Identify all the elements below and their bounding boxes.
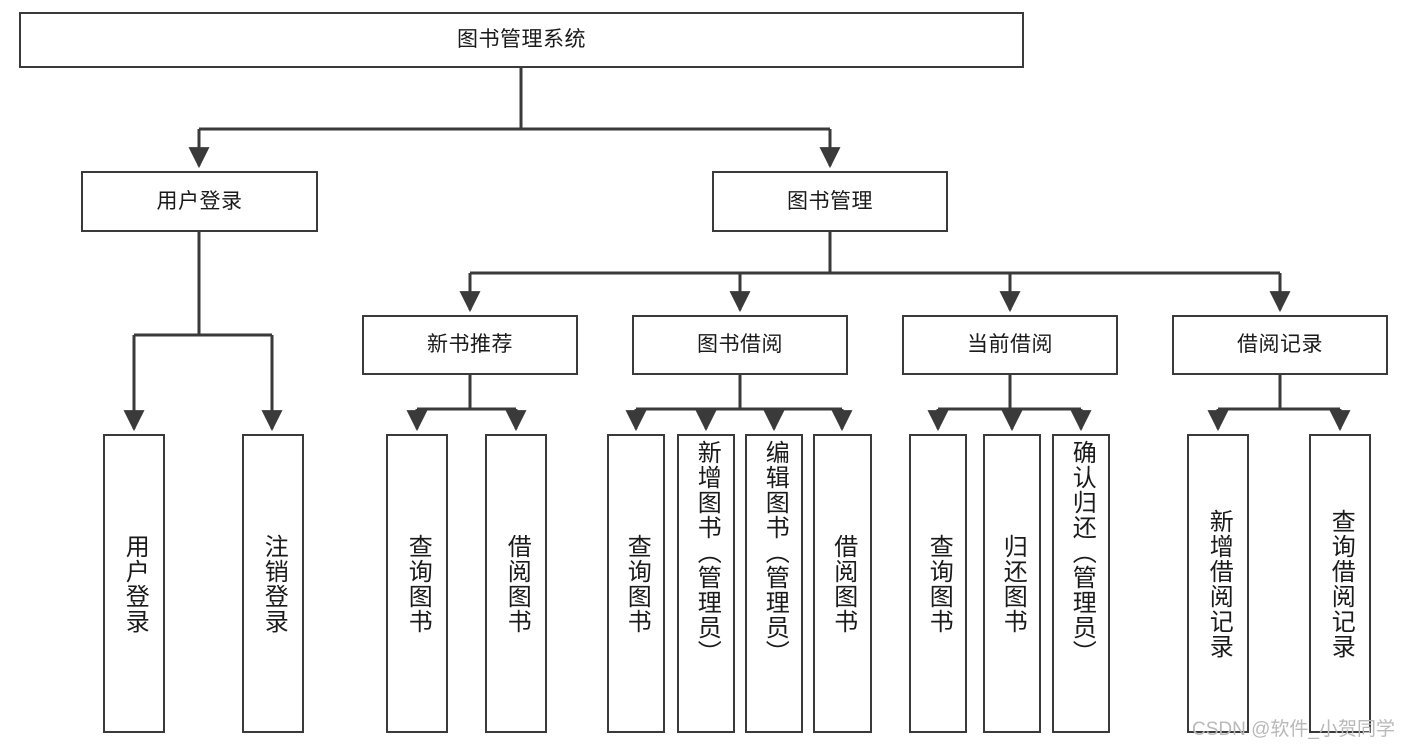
leaf-query-books-borrow[interactable]: 查询图书 xyxy=(607,434,665,733)
node-label: 借阅图书 xyxy=(829,533,857,634)
edge-newbooks-bus xyxy=(417,375,516,411)
node-label: 新增图书（管理员） xyxy=(693,440,721,665)
node-label: 查询图书 xyxy=(925,533,953,634)
node-label: 图书管理 xyxy=(787,189,873,213)
node-borrowing-records[interactable]: 借阅记录 xyxy=(1172,315,1388,375)
node-label: 借阅图书 xyxy=(503,533,531,634)
edge-bookmgmt-bus xyxy=(470,232,1280,275)
node-label: 图书管理系统 xyxy=(457,28,586,52)
node-new-book-recommendation[interactable]: 新书推荐 xyxy=(362,315,578,375)
edge-current-bus xyxy=(938,375,1081,411)
node-label: 用户登录 xyxy=(121,533,149,634)
edge-root-bus xyxy=(199,68,830,131)
node-user-login[interactable]: 用户登录 xyxy=(81,171,318,232)
edge-borrow-bus xyxy=(636,375,842,411)
node-book-management[interactable]: 图书管理 xyxy=(712,171,948,232)
node-label: 查询图书 xyxy=(404,533,432,634)
leaf-query-books-current[interactable]: 查询图书 xyxy=(909,434,967,733)
leaf-edit-book-admin[interactable]: 编辑图书（管理员） xyxy=(745,434,803,733)
edge-userlogin-bus xyxy=(134,232,272,337)
node-root-system[interactable]: 图书管理系统 xyxy=(19,12,1024,68)
leaf-lend-book[interactable]: 借阅图书 xyxy=(813,434,872,733)
node-label: 新增借阅记录 xyxy=(1205,508,1233,659)
leaf-add-book-admin[interactable]: 新增图书（管理员） xyxy=(677,434,735,733)
node-book-borrowing[interactable]: 图书借阅 xyxy=(632,315,848,375)
leaf-query-borrow-record[interactable]: 查询借阅记录 xyxy=(1309,434,1371,733)
node-label: 查询借阅记录 xyxy=(1327,508,1355,659)
edge-records-bus xyxy=(1218,375,1340,411)
node-label: 确认归还（管理员） xyxy=(1068,440,1096,665)
leaf-logout[interactable]: 注销登录 xyxy=(242,434,304,733)
node-current-borrowing[interactable]: 当前借阅 xyxy=(902,315,1118,375)
node-label: 当前借阅 xyxy=(967,333,1053,357)
node-label: 新书推荐 xyxy=(427,333,513,357)
node-label: 图书借阅 xyxy=(697,333,783,357)
leaf-user-login[interactable]: 用户登录 xyxy=(103,434,165,733)
node-label: 注销登录 xyxy=(260,533,288,634)
leaf-confirm-return-admin[interactable]: 确认归还（管理员） xyxy=(1052,434,1110,733)
leaf-borrow-books-new[interactable]: 借阅图书 xyxy=(485,434,547,733)
node-label: 归还图书 xyxy=(999,533,1027,634)
leaf-add-borrow-record[interactable]: 新增借阅记录 xyxy=(1187,434,1249,733)
node-label: 查询图书 xyxy=(623,533,651,634)
leaf-return-book[interactable]: 归还图书 xyxy=(983,434,1041,733)
node-label: 借阅记录 xyxy=(1237,333,1323,357)
node-label: 用户登录 xyxy=(156,189,243,213)
node-label: 编辑图书（管理员） xyxy=(761,440,789,665)
leaf-query-books-new[interactable]: 查询图书 xyxy=(386,434,448,733)
